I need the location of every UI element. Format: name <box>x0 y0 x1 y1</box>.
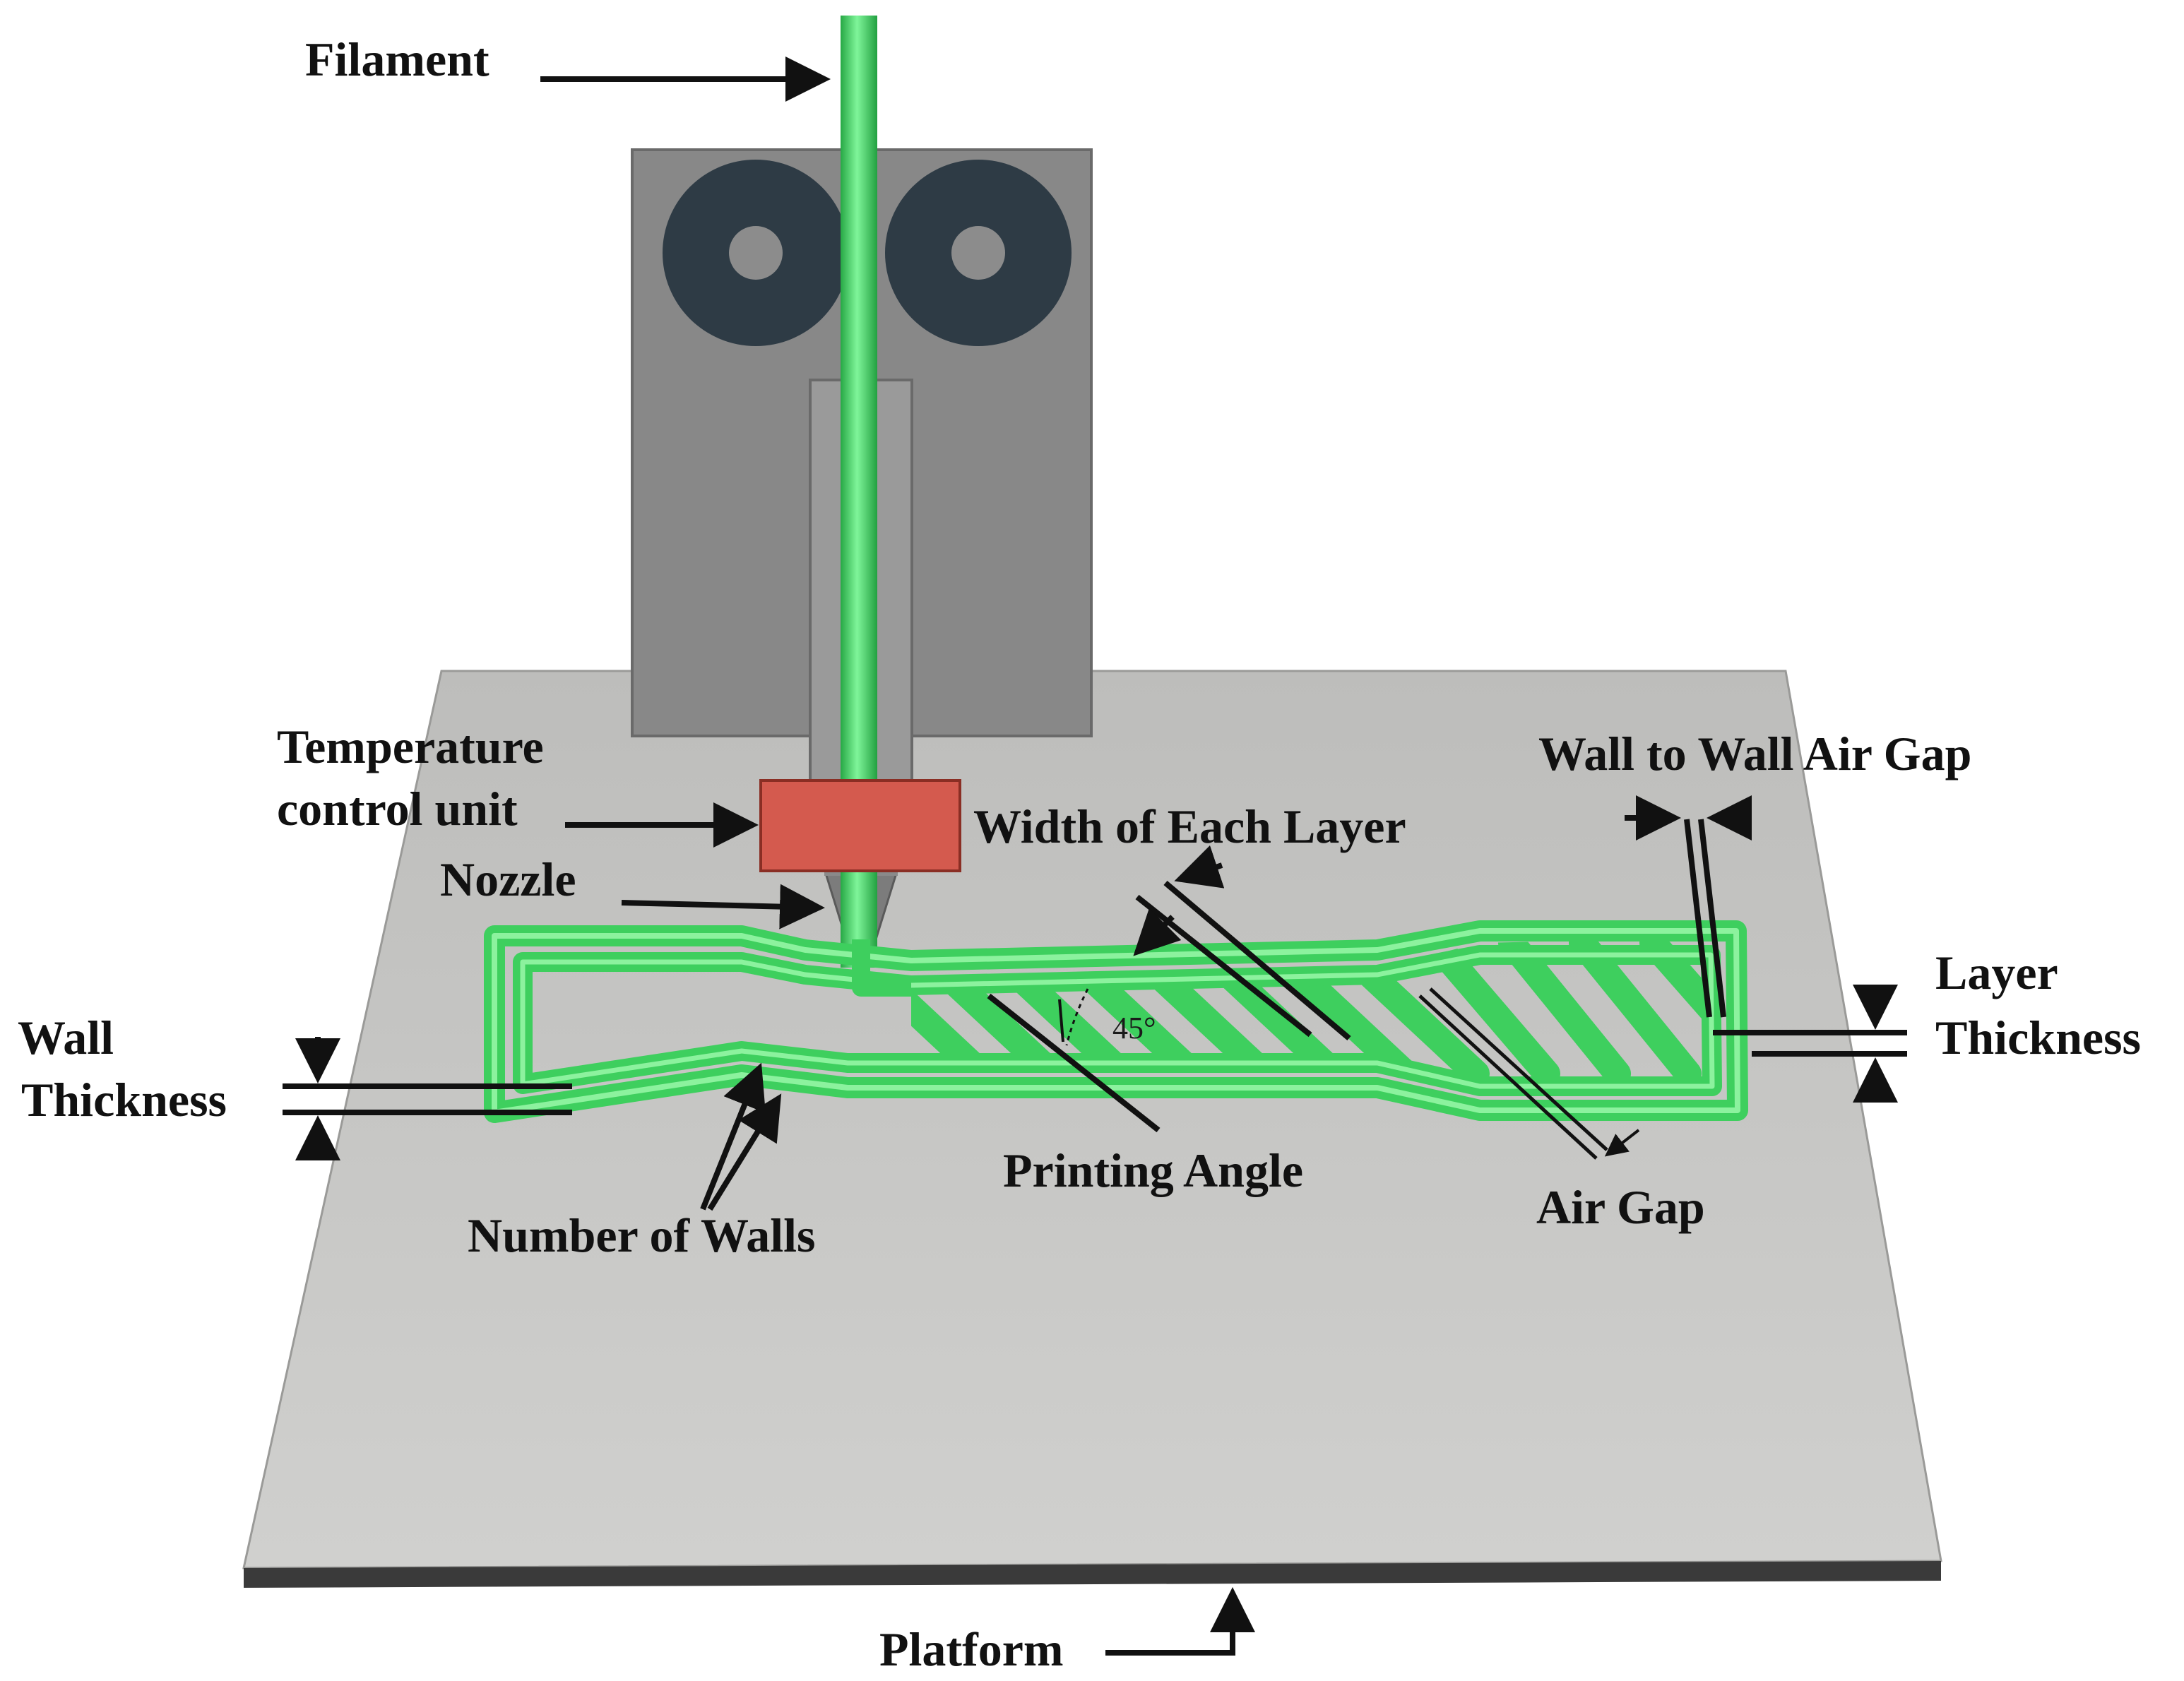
temperature-label-line2: control unit <box>277 782 518 836</box>
annotation-arrows <box>283 57 1907 1656</box>
inner-wall-highlight <box>520 952 1715 1089</box>
num-walls-arrow-b <box>707 1093 782 1211</box>
filament-to-part <box>852 939 911 997</box>
wall-to-wall-air-gap-label: Wall to Wall Air Gap <box>1538 727 1971 780</box>
filament-label: Filament <box>305 32 489 86</box>
width-layer-line-b <box>1163 880 1351 1041</box>
wall-gap-line-a <box>1684 819 1712 1018</box>
width-layer-arrow-b <box>1133 908 1182 956</box>
platform-arrow <box>1105 1587 1255 1656</box>
width-layer-arrow-a <box>1174 845 1225 889</box>
platform <box>242 670 1942 1588</box>
nozzle-label: Nozzle <box>440 853 576 906</box>
feed-roller-left <box>663 160 849 346</box>
layer-thickness-label-line2: Thickness <box>1935 1011 2141 1064</box>
air-gap-label: Air Gap <box>1536 1180 1705 1234</box>
wall-thickness-label-line2: Thickness <box>21 1073 227 1127</box>
wall-gap-line-b <box>1698 819 1726 1018</box>
feed-roller-right <box>885 160 1072 346</box>
num-walls-arrow-a <box>700 1062 766 1211</box>
nozzle-arrow <box>621 884 825 929</box>
layer-thickness-label-line1: Layer <box>1935 946 2058 999</box>
temperature-label-line1: Temperature <box>277 720 544 773</box>
platform-label: Platform <box>879 1622 1064 1676</box>
air-gap-line-a <box>1418 994 1598 1160</box>
printing-angle-label: Printing Angle <box>1003 1144 1303 1197</box>
number-of-walls-label: Number of Walls <box>468 1208 815 1262</box>
temperature-control-unit <box>759 779 961 872</box>
air-gap-arrow <box>1604 1129 1640 1157</box>
printing-angle-line-b <box>1058 999 1064 1043</box>
air-gap-line-b <box>1429 987 1608 1151</box>
platform-edge <box>244 1561 1941 1588</box>
wall-thickness-label-line1: Wall <box>18 1011 114 1064</box>
labels: Filament Temperature control unit Nozzle… <box>18 32 2141 1676</box>
printing-angle-line-a <box>987 993 1161 1133</box>
printing-angle-value: 45° <box>1112 1011 1156 1045</box>
printing-angle-arc <box>1065 988 1089 1046</box>
width-of-each-layer-label: Width of Each Layer <box>973 800 1406 853</box>
